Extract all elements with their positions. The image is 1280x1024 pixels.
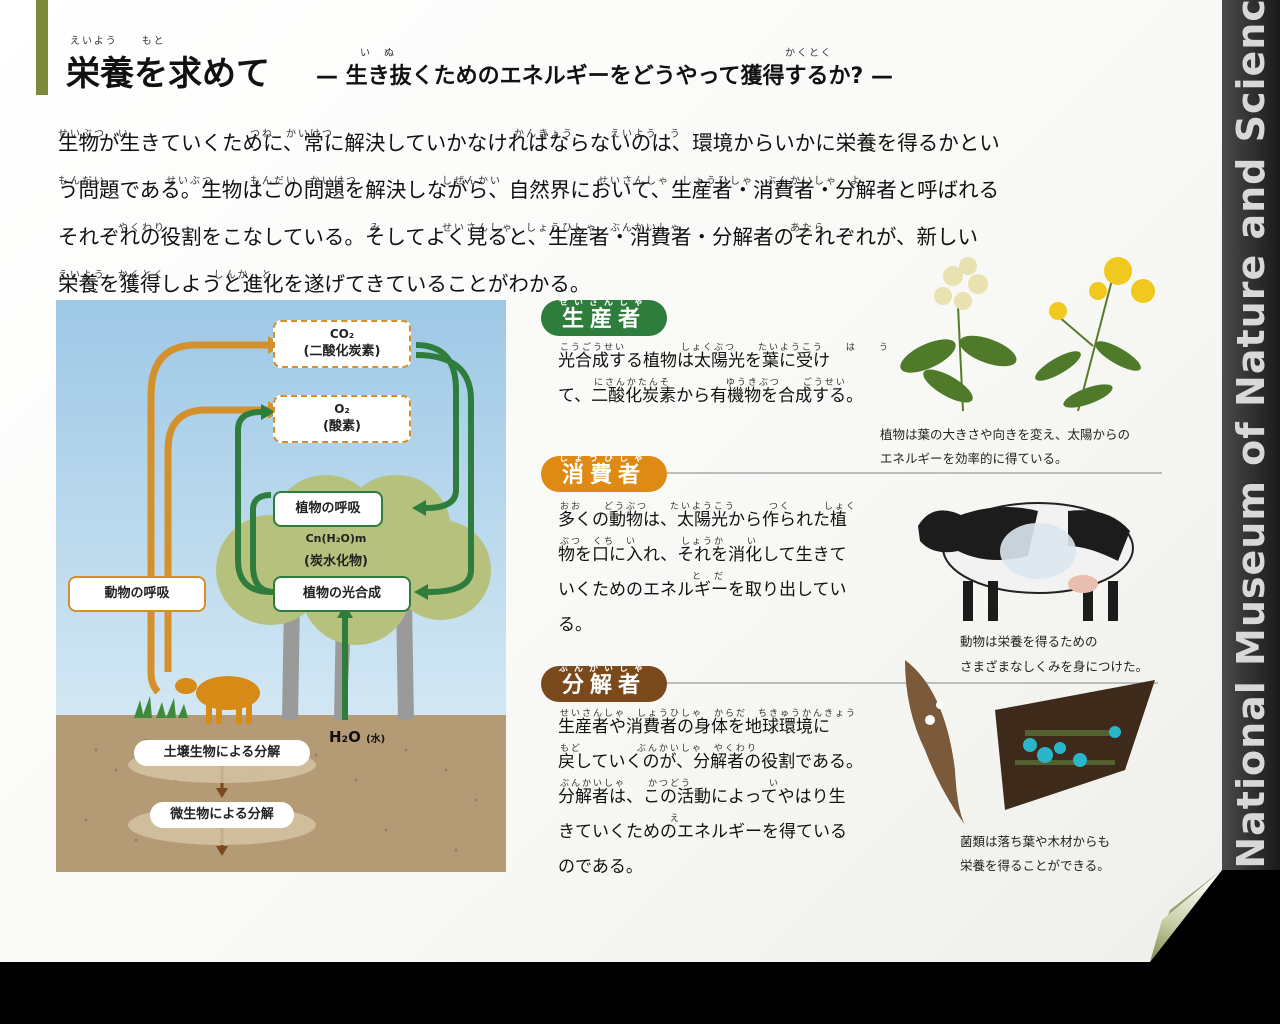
consumer-ruby-2: ぶつ くち い しょうか い [560, 537, 759, 547]
intro-ruby-4: えいよう かくとく しんか と [58, 270, 274, 281]
consumer-caption-2: さまざまなしくみを身につけた。 [960, 659, 1149, 674]
consumer-caption-1: 動物は栄養を得るための [960, 634, 1098, 649]
photosynthesis-box: 植物の光合成 [273, 576, 411, 612]
consumer-text-2: 物を口に入れ、それを消化して生きて [558, 545, 847, 565]
title-accent-bar [36, 0, 48, 95]
intro-line-3: それぞれの役割をこなしている。そしてよく見ると、生産者・消費者・分解者のそれぞれ… [58, 225, 979, 249]
cow-silhouette [175, 676, 260, 724]
water-label: (水) [366, 734, 386, 745]
intro-ruby-2: もんだい せいぶつ もんだい かいけつ しぜんかい せいさんしゃ しょうひしゃ … [58, 176, 862, 187]
decomposer-ruby-3: ぶんかいしゃ かつどう い [560, 779, 781, 789]
carbohydrate-formula: Cn(H₂O)m [305, 532, 367, 545]
decomposer-text-2: 戻していくのが、分解者の役割である。 [558, 752, 863, 772]
consumer-badge-ruby: しょうひしゃ [558, 454, 649, 464]
orange-arrows [147, 341, 268, 695]
o2-label: (酸素) [323, 419, 361, 434]
producer-text-1: 光合成する植物は太陽光を葉に受け [558, 351, 830, 371]
page-title: 栄養を求めて [66, 54, 270, 94]
microbe-decomposition-label: 微生物による分解 [150, 802, 294, 828]
producer-ruby-1: こうごうせい しょくぶつ たいようこう は う [560, 343, 890, 353]
page-subtitle: — 生き抜くためのエネルギーをどうやって獲得するか? — [316, 64, 893, 89]
decomposer-ruby-1: せいさんしゃ しょうひしゃ からだ ちきゅうかんきょう [560, 709, 858, 719]
plant-leaves [900, 335, 1141, 408]
green-arrows [235, 342, 474, 720]
side-band [1222, 0, 1280, 870]
co2-formula: CO₂ [329, 327, 355, 341]
intro-line-2: う問題である。生物はこの問題を解決しながら、自然界において、生産者・消費者・分解… [58, 178, 1000, 202]
producer-caption-2: エネルギーを効率的に得ている。 [880, 451, 1068, 466]
fungi-illustration [905, 660, 1155, 825]
intro-ruby-3: やくわり み せいさんしゃ しょうひしゃ ぶんかいしゃ あたら [58, 223, 826, 234]
intro-line-1: 生物が生きていくために、常に解決していかなければならないのは、環境からいかに栄養… [58, 131, 1000, 155]
o2-formula: O₂ [334, 402, 350, 416]
decomposer-caption-2: 栄養を得ることができる。 [960, 858, 1110, 873]
decomposer-badge: ぶんかいしゃ 分解者 [541, 664, 667, 702]
decomposer-text-5: のである。 [558, 857, 643, 877]
title-ruby: えいよう もと [70, 36, 166, 47]
consumer-divider [660, 472, 1162, 474]
consumer-badge: しょうひしゃ 消費者 [541, 454, 667, 492]
flower-cluster [934, 257, 988, 310]
producer-text-2: て、二酸化炭素から有機物を合成する。 [558, 386, 864, 406]
water-formula: H₂O (水) [329, 728, 385, 746]
yellow-flowers [1049, 257, 1155, 320]
carbohydrate-label: (炭水化物) [304, 554, 368, 569]
intro-line-4: 栄養を獲得しようと進化を遂げてきていることがわかる。 [58, 272, 591, 296]
nutrient-cycle-diagram: CO₂ (二酸化炭素) O₂ (酸素) 植物の呼吸 Cn(H₂O)m (炭水化物… [56, 300, 506, 872]
subtitle-ruby-1: い ぬ [360, 48, 396, 59]
producer-badge-label: 生産者 [561, 307, 646, 332]
cow-illustration [918, 502, 1134, 621]
consumer-text-1: 多くの動物は、太陽光から作られた植 [558, 510, 847, 530]
subtitle-ruby-2: かくとく [785, 48, 833, 59]
soil-decomposition-label: 土壌生物による分解 [134, 740, 310, 766]
consumer-badge-label: 消費者 [561, 463, 646, 488]
plant-respiration-box: 植物の呼吸 [273, 491, 383, 527]
consumer-text-4: る。 [558, 615, 592, 635]
decomposer-ruby-2: もど ぶんかいしゃ やくわり [560, 744, 758, 754]
decomposer-text-4: きていくためのエネルギーを得ている [558, 822, 847, 842]
producer-badge: せいさんしゃ 生産者 [541, 298, 667, 336]
grass [134, 696, 188, 718]
consumer-ruby-1: おお どうぶつ たいようこう つく しょく [560, 502, 857, 512]
decomposer-ruby-4: え [560, 814, 682, 824]
producer-caption-1: 植物は葉の大きさや向きを変え、太陽からの [880, 427, 1131, 442]
producer-ruby-2: にさんかたんそ ゆうきぶつ ごうせい [594, 378, 847, 388]
plant-illustration [900, 257, 1155, 412]
decomposer-badge-ruby: ぶんかいしゃ [558, 664, 649, 674]
intro-text: せいぶつ い つね かいけつ かんきょう えいよう う 生物が生きていくために、… [58, 120, 1168, 308]
decomposer-caption-1: 菌類は落ち葉や木材からも [960, 834, 1111, 849]
co2-label: (二酸化炭素) [303, 344, 381, 359]
museum-name: National Museum of Nature and Science [1229, 0, 1273, 869]
consumer-ruby-3: と だ [560, 572, 726, 582]
consumer-text-3: いくためのエネルギーを取り出してい [558, 580, 847, 600]
decomposer-badge-label: 分解者 [561, 673, 646, 698]
animal-respiration-box: 動物の呼吸 [68, 576, 206, 612]
producer-badge-ruby: せいさんしゃ [558, 298, 649, 308]
intro-ruby-1: せいぶつ い つね かいけつ かんきょう えいよう う [58, 129, 682, 140]
o2-box: O₂ (酸素) [273, 395, 411, 443]
decomposer-text-3: 分解者は、この活動によってやはり生 [558, 787, 846, 807]
decomposer-text-1: 生産者や消費者の身体を地球環境に [558, 717, 830, 737]
water-formula-text: H₂O [329, 728, 361, 746]
co2-box: CO₂ (二酸化炭素) [273, 320, 411, 368]
